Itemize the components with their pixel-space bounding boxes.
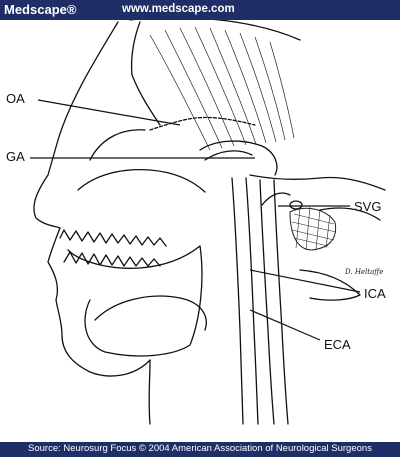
face-profile [33,21,151,425]
header-bar: Medscape® www.medscape.com [0,0,400,20]
artist-signature: D. Heltaffe [344,268,383,276]
occipital-artery [149,116,256,131]
external-carotid [259,179,275,425]
label-svg: SVG [354,199,381,214]
label-ga: GA [6,149,25,164]
eca-leader [249,309,321,341]
label-oa: OA [6,91,25,106]
brand-logo[interactable]: Medscape® [4,2,77,17]
mandible [67,245,203,357]
footer-bar: Source: Neurosurg Focus © 2004 American … [0,442,400,457]
ica-leader [249,269,361,293]
lower-teeth [63,251,161,267]
upper-teeth [59,229,167,247]
vein-graft [261,192,291,206]
skull-outline [129,20,301,41]
label-ica: ICA [364,286,386,301]
anatomical-illustration: OA GA SVG ICA ECA D. Heltaffe [6,20,386,425]
oa-leader [37,99,181,126]
label-eca: ECA [324,337,351,352]
internal-carotid [231,177,244,425]
site-url[interactable]: www.medscape.com [122,3,235,15]
bone-window [289,206,337,251]
source-credit: Source: Neurosurg Focus © 2004 American … [28,443,372,454]
